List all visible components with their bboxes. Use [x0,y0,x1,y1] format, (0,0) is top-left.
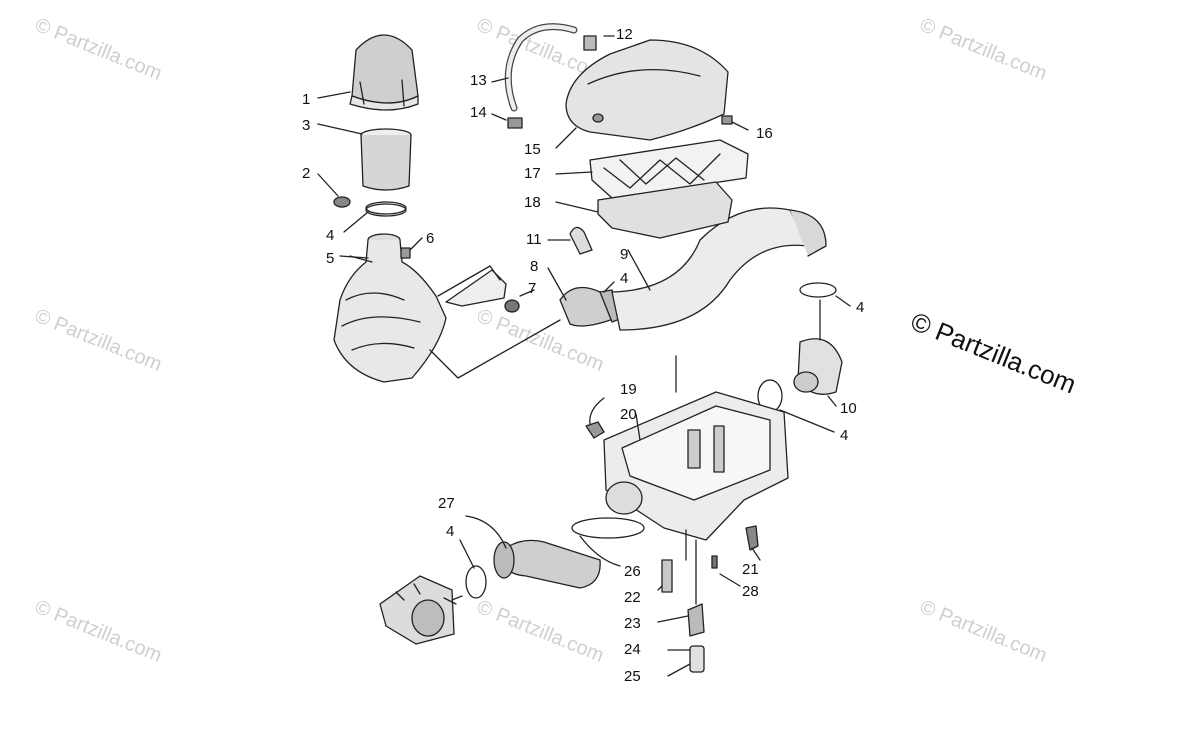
part-filter-cover [317,34,419,111]
callout-label: 4 [446,523,454,540]
callout-label: 11 [526,231,542,248]
part-bolt [400,237,423,259]
callout-label: 23 [624,615,641,632]
callout-label: 2 [302,165,310,182]
part-seal-plate [555,181,733,239]
part-clip [317,173,351,208]
part-clamp [459,539,487,599]
part-breather-hose [491,23,615,129]
callout-label: 1 [302,91,310,108]
part-clip [585,397,605,439]
callout-label: 24 [624,641,641,658]
callout-label: 13 [470,72,487,89]
part-drain-set [657,525,761,677]
part-bracket [429,265,561,379]
part-throttle-duct [465,515,645,589]
callout-label: 4 [620,270,628,287]
callout-label: 18 [524,194,541,211]
callout-label: 14 [470,104,487,121]
part-clamp [343,201,407,233]
callout-label: 12 [616,26,633,43]
part-intake-duct [333,233,447,383]
callout-label: 10 [840,400,857,417]
part-airbox-cover [555,39,729,149]
callout-label: 28 [742,583,759,600]
callout-label: 5 [326,250,334,267]
callout-label: 8 [530,258,538,275]
part-screw [721,115,749,131]
callout-label: 4 [856,299,864,316]
callout-labels: 1 2 3 4 5 6 7 8 4 9 11 12 13 14 15 16 17… [302,26,864,685]
callout-label: 20 [620,406,637,423]
callout-label: 6 [426,230,434,247]
callout-label: 9 [620,246,628,263]
part-main-hose [547,207,827,331]
callout-label: 4 [840,427,848,444]
callout-label: 16 [756,125,773,142]
part-spring-clip [547,226,593,255]
part-filter-element [317,123,412,191]
part-elbow [793,282,851,407]
callout-label: 19 [620,381,637,398]
callout-label: 22 [624,589,641,606]
callout-label: 4 [326,227,334,244]
part-throttle-body [379,575,463,645]
callout-label: 7 [528,280,536,297]
callout-label: 15 [524,141,541,158]
callout-label: 25 [624,668,641,685]
callout-label: 21 [742,561,759,578]
callout-label: 3 [302,117,310,134]
callout-label: 17 [524,165,541,182]
part-airbox [603,355,789,541]
part-grommet [504,289,535,313]
callout-label: 26 [624,563,641,580]
callout-label: 27 [438,495,455,512]
